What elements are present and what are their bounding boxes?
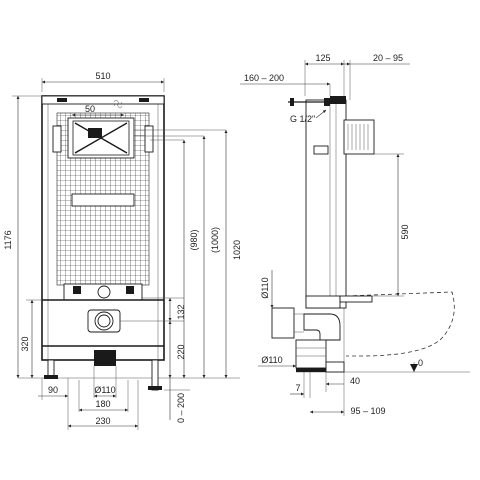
- dim-height-1000: (1000): [210, 227, 220, 253]
- dim-offset-40: 40: [350, 376, 360, 386]
- zero-level-marker: [410, 364, 418, 372]
- dim-width-180: 180: [95, 399, 110, 409]
- dim-pipe-110: Ø110: [94, 385, 115, 395]
- side-view: G 1/2" 125 20 – 95 160 – 200 590: [240, 53, 470, 416]
- side-frame: [305, 99, 347, 309]
- flush-plate-slot: [71, 193, 135, 207]
- dim-spacing-132: 132: [176, 304, 186, 319]
- dim-height-220: 220: [176, 344, 186, 359]
- side-inlet-pipe: [271, 307, 295, 339]
- water-inlet-circle: [97, 285, 111, 299]
- side-drain-pipe: [295, 339, 327, 369]
- dim-depth-125: 125: [315, 53, 330, 63]
- dim-range-95-109: 95 – 109: [350, 406, 385, 416]
- dim-height-980: (980): [189, 229, 199, 250]
- dim-height-590: 590: [400, 224, 410, 239]
- dim-offset-7: 7: [295, 383, 300, 393]
- dim-height-1020: 1020: [232, 240, 242, 260]
- dim-height-1176: 1176: [3, 230, 13, 249]
- dim-pipe-110-upper: Ø110: [260, 277, 270, 298]
- dim-actuator-50: 50: [85, 104, 95, 114]
- leg-right: [151, 359, 159, 391]
- front-drain-pipe: [94, 350, 116, 366]
- label-zero-level: 0: [418, 358, 423, 368]
- side-actuator: [343, 119, 375, 155]
- dim-range-160-200: 160 – 200: [244, 73, 284, 83]
- dim-range-20-95: 20 – 95: [373, 53, 403, 63]
- front-view: 510 50 1176 320 (980) (1000) 1020 132: [3, 71, 242, 430]
- dim-offset-90: 90: [48, 385, 58, 395]
- dim-pipe-110-lower: Ø110: [261, 355, 282, 365]
- dim-width-230: 230: [95, 416, 110, 426]
- side-drain-elbow: [303, 313, 341, 341]
- dim-width-510: 510: [95, 71, 110, 81]
- dim-height-320: 320: [20, 336, 30, 351]
- top-rail: [41, 95, 165, 105]
- toilet-bowl-outline: [345, 291, 455, 357]
- dim-floor-0-200: 0 – 200: [176, 393, 186, 423]
- label-water-inlet: G 1/2": [290, 114, 315, 124]
